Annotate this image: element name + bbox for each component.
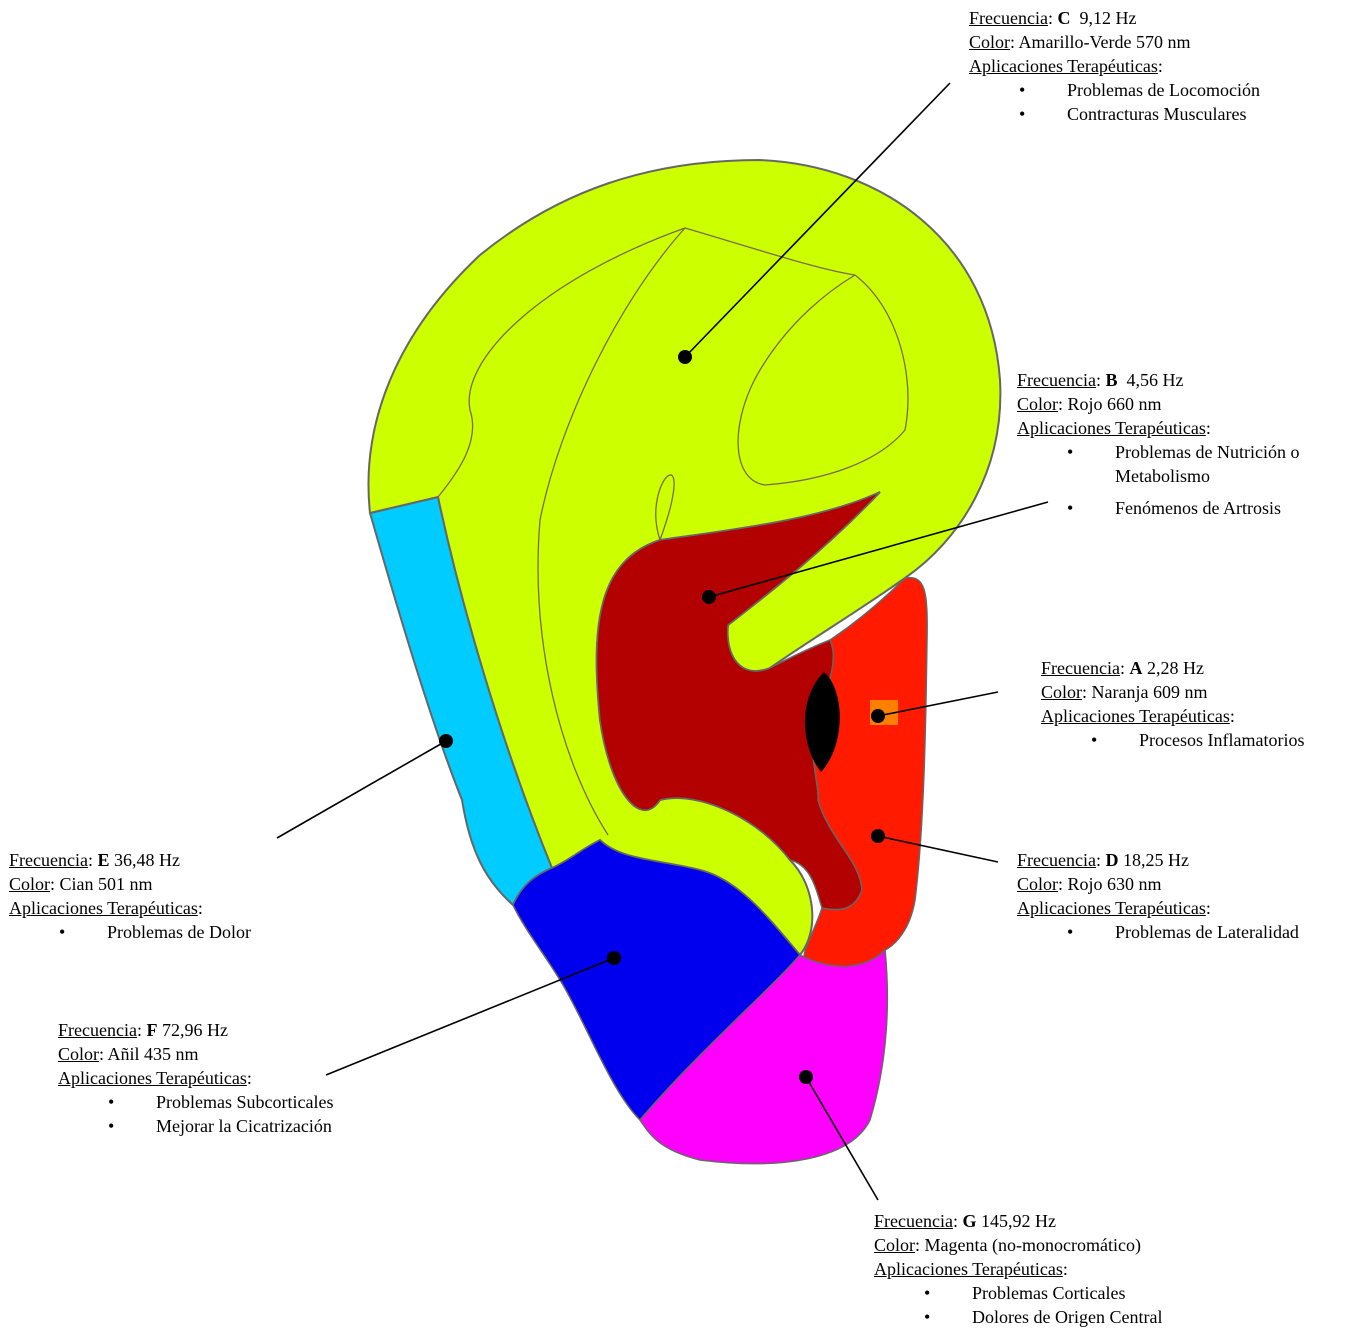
applications-list: Problemas Subcorticales Mejorar la Cicat… — [58, 1090, 333, 1138]
frequency-label: Frecuencia — [1017, 850, 1096, 870]
marker-dot-a — [871, 709, 885, 723]
list-item: Problemas de Nutrición o Metabolismo — [1067, 440, 1348, 488]
list-item: Fenómenos de Artrosis — [1067, 496, 1348, 520]
list-item: Problemas de Lateralidad — [1067, 920, 1299, 944]
marker-dot-e — [439, 734, 453, 748]
color-label: Color — [1017, 394, 1058, 414]
color-label: Color — [874, 1235, 915, 1255]
color-value: Añil 435 nm — [108, 1044, 199, 1064]
color-label: Color — [969, 32, 1010, 52]
list-item: Dolores de Origen Central — [924, 1305, 1162, 1329]
applications-list: Problemas Corticales Dolores de Origen C… — [874, 1281, 1162, 1329]
applications-list: Problemas de Lateralidad — [1017, 920, 1299, 944]
color-label: Color — [1017, 874, 1058, 894]
zone-d-region — [804, 578, 927, 968]
list-item: Problemas de Locomoción — [1019, 78, 1260, 102]
annotation-b: Frecuencia: B 4,56 Hz Color: Rojo 660 nm… — [1017, 368, 1348, 520]
applications-label: Aplicaciones Terapéuticas — [1041, 706, 1230, 726]
annotation-e: Frecuencia: E 36,48 Hz Color: Cian 501 n… — [9, 848, 251, 944]
leader-line-e — [277, 741, 446, 838]
list-item: Problemas de Dolor — [59, 920, 251, 944]
annotation-g: Frecuencia: G 145,92 Hz Color: Magenta (… — [874, 1209, 1162, 1329]
zone-letter: D — [1105, 850, 1118, 870]
applications-list: Problemas de Nutrición o Metabolismo Fen… — [1017, 440, 1348, 520]
color-label: Color — [1041, 682, 1082, 702]
list-item: Contracturas Musculares — [1019, 102, 1260, 126]
zone-letter: A — [1129, 658, 1142, 678]
zone-letter: F — [146, 1020, 157, 1040]
frequency-label: Frecuencia — [1017, 370, 1096, 390]
frequency-label: Frecuencia — [1041, 658, 1120, 678]
list-item: Procesos Inflamatorios — [1091, 728, 1304, 752]
list-item: Problemas Corticales — [924, 1281, 1162, 1305]
applications-label: Aplicaciones Terapéuticas — [1017, 898, 1206, 918]
color-value: Cian 501 nm — [60, 874, 153, 894]
frequency-label: Frecuencia — [874, 1211, 953, 1231]
color-value: Amarillo-Verde 570 nm — [1019, 32, 1191, 52]
color-value: Rojo 630 nm — [1068, 874, 1162, 894]
annotation-a: Frecuencia: A 2,28 Hz Color: Naranja 609… — [1041, 656, 1304, 752]
applications-list: Problemas de Dolor — [9, 920, 251, 944]
applications-list: Procesos Inflamatorios — [1041, 728, 1304, 752]
applications-label: Aplicaciones Terapéuticas — [1017, 418, 1206, 438]
list-item: Problemas Subcorticales — [108, 1090, 333, 1114]
marker-dot-g — [799, 1070, 813, 1084]
applications-label: Aplicaciones Terapéuticas — [874, 1259, 1063, 1279]
color-label: Color — [9, 874, 50, 894]
marker-dot-c — [678, 350, 692, 364]
color-value: Magenta (no-monocromático) — [925, 1235, 1141, 1255]
color-label: Color — [58, 1044, 99, 1064]
applications-label: Aplicaciones Terapéuticas — [58, 1068, 247, 1088]
applications-label: Aplicaciones Terapéuticas — [9, 898, 198, 918]
marker-dot-f — [607, 951, 621, 965]
frequency-value: 18,25 Hz — [1123, 850, 1189, 870]
applications-list: Problemas de Locomoción Contracturas Mus… — [969, 78, 1260, 126]
annotation-c: Frecuencia: C 9,12 Hz Color: Amarillo-Ve… — [969, 6, 1260, 126]
zone-letter: C — [1057, 8, 1070, 28]
zone-letter: G — [962, 1211, 976, 1231]
annotation-d: Frecuencia: D 18,25 Hz Color: Rojo 630 n… — [1017, 848, 1299, 944]
marker-dot-d — [871, 829, 885, 843]
frequency-label: Frecuencia — [969, 8, 1048, 28]
applications-label: Aplicaciones Terapéuticas — [969, 56, 1158, 76]
zone-letter: E — [97, 850, 109, 870]
frequency-label: Frecuencia — [9, 850, 88, 870]
frequency-value: 72,96 Hz — [162, 1020, 228, 1040]
list-item: Mejorar la Cicatrización — [108, 1114, 333, 1138]
leader-line-f — [326, 958, 614, 1075]
frequency-value: 9,12 Hz — [1079, 8, 1136, 28]
annotation-f: Frecuencia: F 72,96 Hz Color: Añil 435 n… — [58, 1018, 333, 1138]
frequency-value: 36,48 Hz — [114, 850, 180, 870]
zone-letter: B — [1105, 370, 1117, 390]
marker-dot-b — [702, 590, 716, 604]
frequency-value: 2,28 Hz — [1147, 658, 1204, 678]
color-value: Rojo 660 nm — [1068, 394, 1162, 414]
color-value: Naranja 609 nm — [1092, 682, 1208, 702]
frequency-value: 4,56 Hz — [1126, 370, 1183, 390]
frequency-label: Frecuencia — [58, 1020, 137, 1040]
frequency-value: 145,92 Hz — [981, 1211, 1056, 1231]
